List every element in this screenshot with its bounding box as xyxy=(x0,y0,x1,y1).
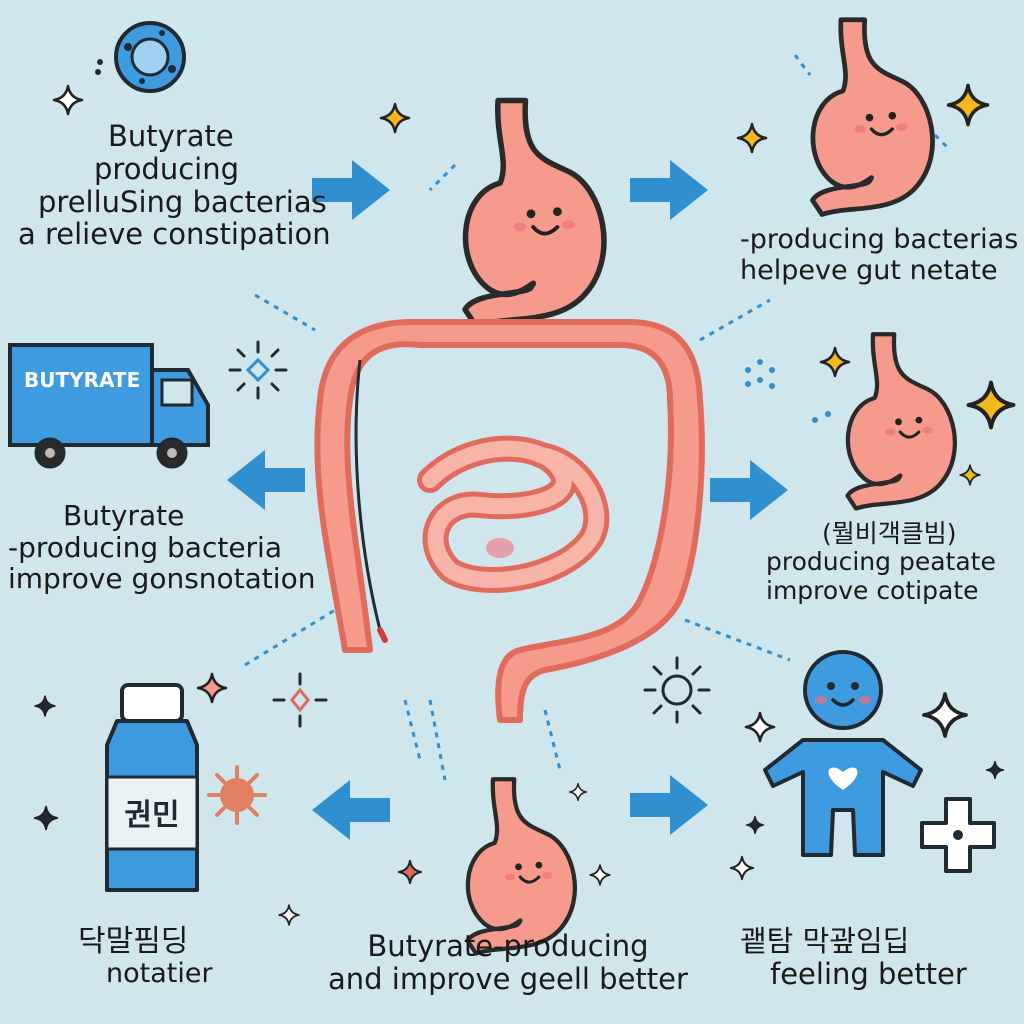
label-line: prelluSing bacterias xyxy=(38,184,327,219)
label-mid-left: Butyrate -producing bacteria improve gon… xyxy=(8,500,315,595)
label-line: -producing bacterias xyxy=(740,224,1019,255)
sun-icon-mid-left xyxy=(228,340,288,400)
bottle-label-text: 권민 xyxy=(124,798,179,833)
label-line: producing peatate xyxy=(766,547,996,577)
label-line: -producing bacteria xyxy=(8,530,282,564)
arrow-right-mid-right xyxy=(710,460,788,520)
microbe-icon xyxy=(207,765,267,825)
label-line: 닥말핌딩 xyxy=(78,924,189,959)
label-bottom-center: Butyrate-producing and improve geell bet… xyxy=(328,930,688,996)
stomach-top-right-icon xyxy=(813,20,933,215)
label-line: improve gonsnotation xyxy=(8,562,316,596)
bacteria-cell-icon xyxy=(114,21,186,93)
stomach-top-center-icon xyxy=(465,101,604,327)
label-line: Butyrate xyxy=(108,119,234,153)
label-line: 괱탐 막괖임딥 xyxy=(740,924,910,958)
bottle-icon: 권민 xyxy=(105,683,199,892)
label-line: (뭘비객클빔) xyxy=(822,519,957,548)
stomach-bottom-center-icon xyxy=(468,779,575,953)
intestine-icon xyxy=(314,318,705,723)
stomach-mid-right-icon xyxy=(848,334,955,508)
label-line: producing xyxy=(94,151,240,186)
label-line: Butyrate xyxy=(63,499,185,532)
arrow-right-top-right xyxy=(630,160,708,220)
happy-person-icon xyxy=(763,650,923,857)
plus-shape-icon xyxy=(920,797,996,873)
label-line: a relieve constipation xyxy=(18,217,331,252)
label-line: and improve geell better xyxy=(328,961,688,996)
truck-icon: BUTYRATE xyxy=(8,343,210,469)
sun-icon-bottom-right xyxy=(643,656,711,724)
sparkle-burst-icon xyxy=(272,672,328,728)
dash-lines xyxy=(244,54,952,781)
label-top-right: -producing bacterias helpeve gut netate xyxy=(740,224,1019,286)
label-line: notatier xyxy=(106,957,213,989)
label-line: Butyrate-producing xyxy=(367,929,649,963)
label-bottom-left: 닥말핌딩 notatier xyxy=(78,925,213,989)
label-line: feeling better xyxy=(770,956,967,991)
label-line: helpeve gut netate xyxy=(740,254,998,286)
label-mid-right: (뭘비객클빔) producing peatate improve cotipa… xyxy=(766,519,996,605)
label-bottom-right: 괱탐 막괖임딥 feeling better xyxy=(740,925,967,991)
arrow-left-bottom-left xyxy=(312,780,390,840)
label-top-left: Butyrate producing prelluSing bacterias … xyxy=(18,120,331,251)
dot-decorations xyxy=(95,59,831,423)
arrow-right-bottom-right xyxy=(630,775,708,835)
truck-sign-text: BUTYRATE xyxy=(24,368,140,392)
label-line: improve cotipate xyxy=(766,575,979,605)
